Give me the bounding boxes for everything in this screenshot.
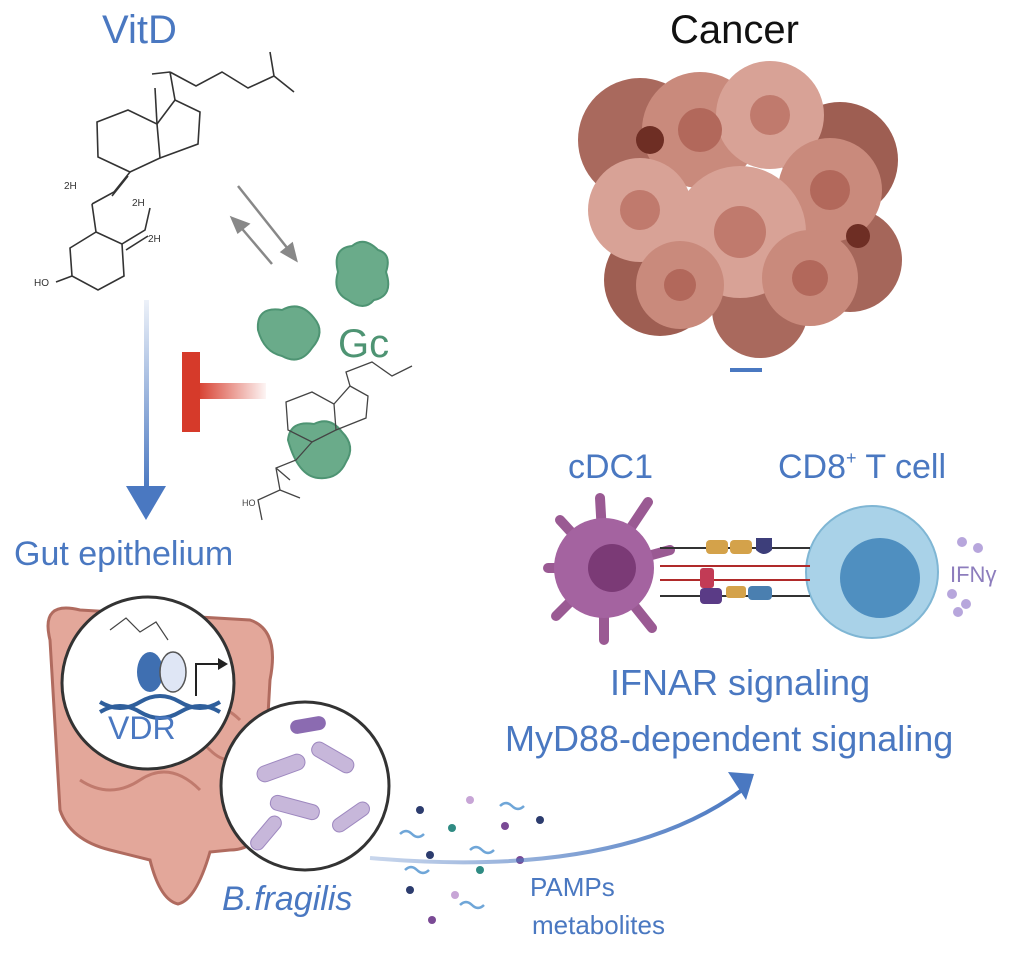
- cd8-label-sup: +: [846, 448, 857, 468]
- deuterium-label-1: 2H: [64, 181, 77, 192]
- ifng-label: IFNγ: [950, 562, 997, 587]
- vitamin-d-molecule: [55, 51, 295, 291]
- immune-synapse: [660, 538, 810, 604]
- myd88-signaling-label: MyD88-dependent signaling: [505, 718, 954, 759]
- gc-label: Gc: [338, 322, 390, 366]
- bacteria-inset: [219, 700, 391, 872]
- ifng-dots: [947, 537, 983, 617]
- bound-vitd-molecule: [257, 361, 413, 521]
- ifnar-signaling-label: IFNAR signaling: [610, 662, 871, 703]
- cdc1-cell: [543, 493, 675, 645]
- vitd-label: VitD: [102, 8, 177, 52]
- cd8-label-suffix: T cell: [856, 448, 946, 486]
- cancer-cluster: [578, 61, 902, 358]
- cdc1-label: cDC1: [568, 448, 654, 486]
- downward-arrow-stem: [144, 300, 149, 490]
- hydroxyl-label: HO: [34, 278, 49, 289]
- cd8-t-cell-label: CD8+ T cell: [778, 448, 946, 487]
- cancer-label: Cancer: [670, 8, 799, 52]
- curved-arrow-path: [369, 788, 744, 865]
- bfragilis-label: B.fragilis: [222, 880, 353, 918]
- pamps-label: PAMPs: [530, 872, 615, 902]
- curved-arrow-head: [728, 772, 754, 800]
- metabolites-label: metabolites: [532, 910, 665, 940]
- inhibition-bar: [182, 352, 200, 432]
- cd8-t-cell: [805, 505, 939, 639]
- bound-hydroxyl-label: HO: [242, 498, 256, 508]
- gc-protein-group: [256, 240, 390, 480]
- inhibition-stem: [196, 383, 266, 399]
- deuterium-label-2: 2H: [132, 198, 145, 209]
- vdr-inset: [60, 595, 236, 771]
- deuterium-label-3: 2H: [148, 234, 161, 245]
- downward-arrow-head: [126, 486, 166, 520]
- gut-epithelium-label: Gut epithelium: [14, 535, 234, 573]
- pamps-particles: [399, 796, 544, 924]
- cd8-label-prefix: CD8: [778, 448, 847, 486]
- vdr-label: VDR: [108, 710, 176, 746]
- equilibrium-arrows: [229, 185, 298, 265]
